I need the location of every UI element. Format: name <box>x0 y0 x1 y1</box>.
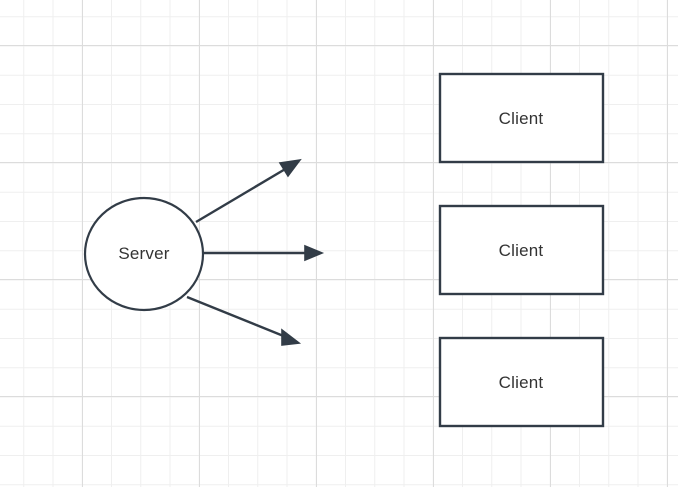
client-2-node-label: Client <box>498 241 544 260</box>
edge-line <box>186 295 287 339</box>
client-1-node-label: Client <box>498 109 544 128</box>
edge-server-to-client-1[interactable] <box>195 158 302 224</box>
client-1-node-shape[interactable] <box>438 72 605 164</box>
client-2-node-shape[interactable] <box>438 204 605 296</box>
server-node-label: Server <box>118 244 170 263</box>
arrowhead-icon <box>304 244 325 262</box>
server-node-shape[interactable] <box>83 196 205 312</box>
arrowhead-icon <box>281 328 302 346</box>
client-3-node-shape[interactable] <box>438 336 605 428</box>
edge-server-to-client-2[interactable] <box>203 244 325 262</box>
client-3-node-label: Client <box>498 373 544 392</box>
edge-line <box>195 166 288 224</box>
arrowhead-icon <box>278 158 302 178</box>
edge-server-to-client-3[interactable] <box>186 295 302 346</box>
